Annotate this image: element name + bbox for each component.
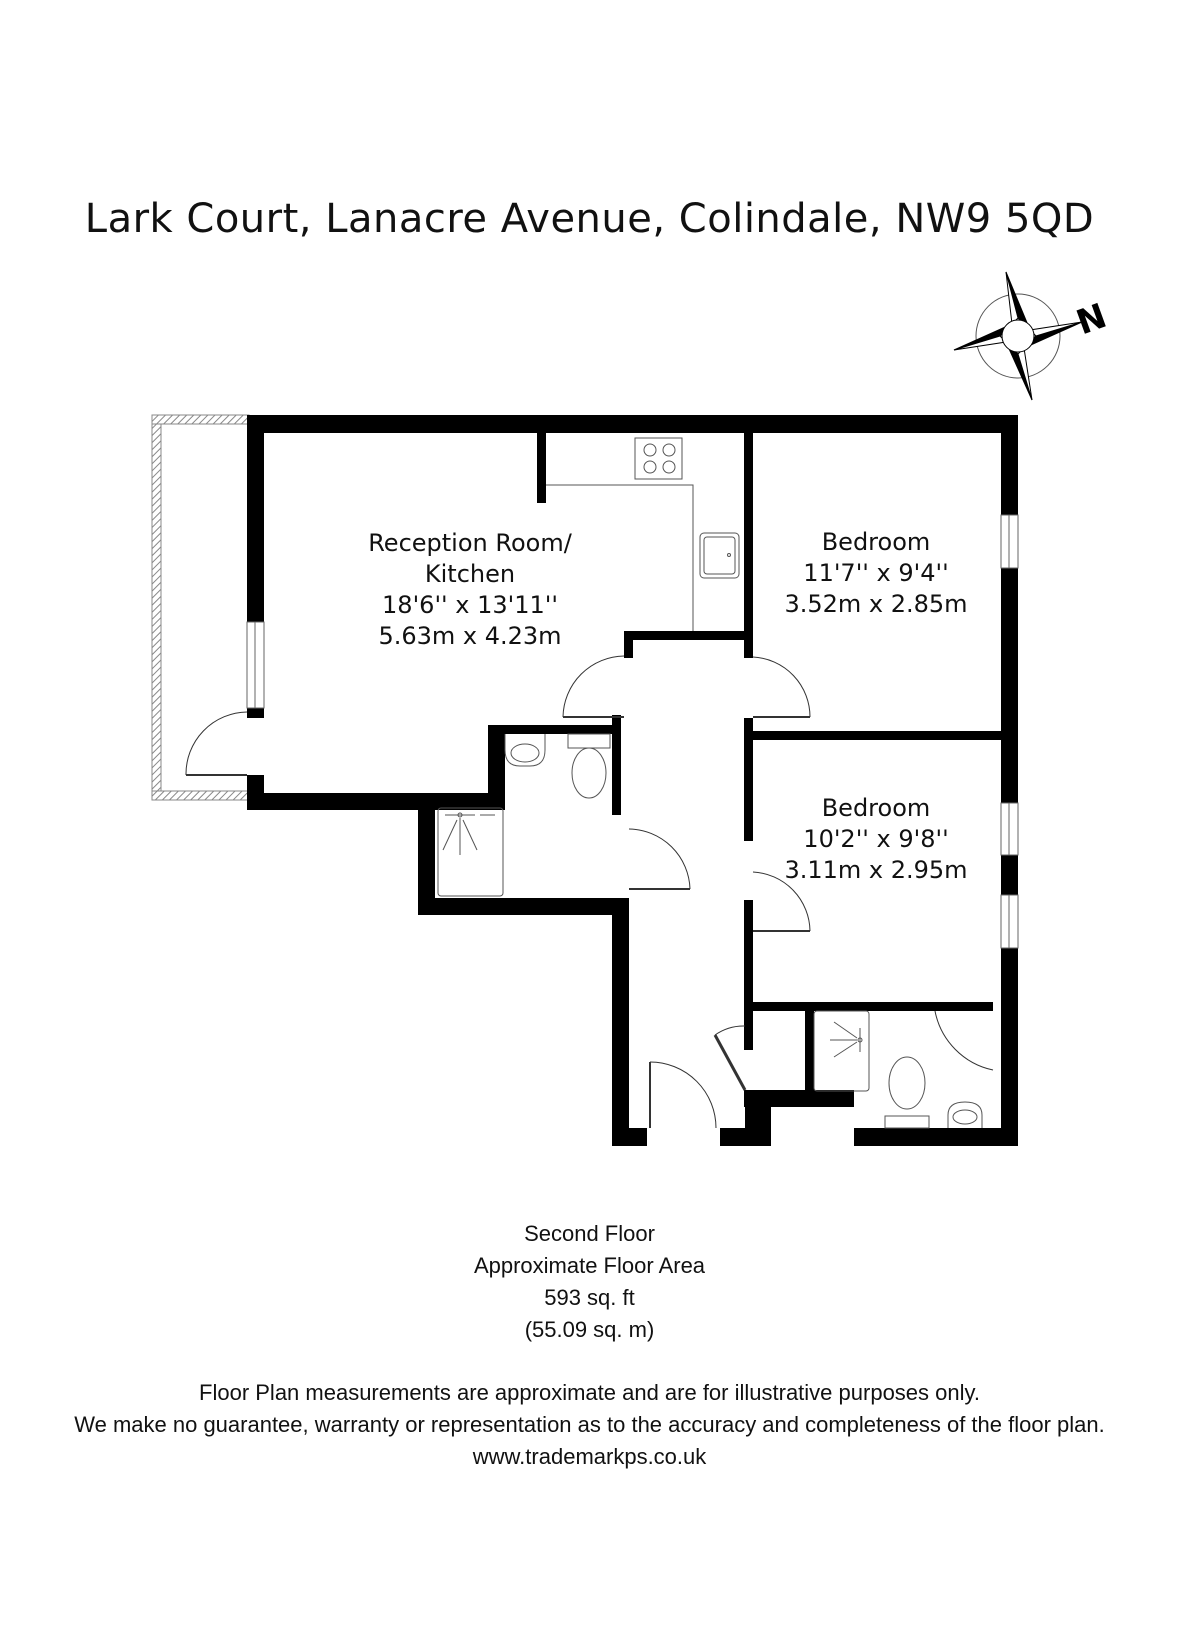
basin-icon-ensuite [947, 1101, 983, 1128]
sink-icon [699, 532, 740, 579]
basin-icon [504, 734, 546, 767]
disclaimer-line-1: Floor Plan measurements are approximate … [199, 1380, 980, 1405]
room-name: Reception Room/ [368, 529, 572, 557]
room-name: Bedroom [821, 794, 931, 822]
disclaimer-line-2: We make no guarantee, warranty or repres… [74, 1412, 1105, 1437]
compass-rose-icon [953, 271, 1083, 401]
floor-name: Second Floor [524, 1221, 655, 1246]
toilet-icon-ensuite [884, 1056, 930, 1129]
room-dimensions-metric: 3.11m x 2.95m [784, 856, 968, 884]
walls [247, 415, 1018, 1146]
room-label-bedroom-1: Bedroom 11'7'' x 9'4'' 3.52m x 2.85m [784, 527, 967, 620]
room-label-bedroom-2: Bedroom 10'2'' x 9'8'' 3.11m x 2.95m [784, 793, 967, 886]
room-dimensions-imperial: 11'7'' x 9'4'' [803, 559, 949, 587]
room-name: Bedroom [821, 528, 931, 556]
area-label: Approximate Floor Area [473, 1253, 706, 1278]
disclaimer: Floor Plan measurements are approximate … [0, 1377, 1179, 1473]
area-sqm: (55.09 sq. m) [524, 1317, 655, 1342]
shower-tray-icon [437, 807, 504, 897]
fixtures [437, 437, 983, 1129]
room-name-cont: Kitchen [424, 560, 516, 588]
shower-tray-icon-ensuite [813, 1010, 870, 1092]
room-label-reception-kitchen: Reception Room/ Kitchen 18'6'' x 13'11''… [368, 528, 572, 652]
room-dimensions-metric: 5.63m x 4.23m [378, 622, 562, 650]
website-link[interactable]: www.trademarkps.co.uk [472, 1444, 707, 1469]
room-dimensions-imperial: 10'2'' x 9'8'' [803, 825, 949, 853]
area-sqft: 593 sq. ft [544, 1285, 635, 1310]
doors[interactable] [185, 655, 994, 1129]
windows [246, 514, 1019, 949]
property-title: Lark Court, Lanacre Avenue, Colindale, N… [84, 196, 1095, 242]
floor-area-info: Second Floor Approximate Floor Area 593 … [0, 1218, 1179, 1346]
hob-icon [634, 437, 683, 480]
toilet-icon [567, 733, 611, 799]
room-dimensions-imperial: 18'6'' x 13'11'' [382, 591, 558, 619]
room-dimensions-metric: 3.52m x 2.85m [784, 590, 968, 618]
balcony [151, 414, 250, 801]
compass-north-label: N [1071, 296, 1111, 343]
